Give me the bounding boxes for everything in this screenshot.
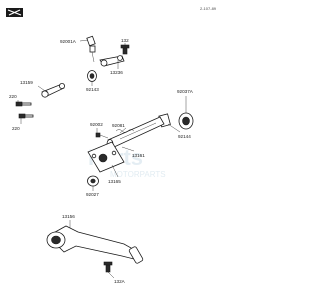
spring-92081 bbox=[115, 129, 135, 133]
label-13156: 13156 bbox=[62, 214, 75, 219]
washer-92027 bbox=[87, 175, 99, 187]
label-92144: 92144 bbox=[178, 134, 191, 139]
label-132a: 132A bbox=[114, 279, 126, 284]
label-92037a: 92037A bbox=[177, 89, 194, 94]
bolt-220-b bbox=[18, 113, 34, 119]
bolt-132a bbox=[103, 261, 113, 273]
bolt-92002 bbox=[95, 132, 109, 139]
label-220-a: 220 bbox=[9, 94, 17, 99]
label-132: 132 bbox=[121, 38, 129, 43]
watermark-sub: MOTORPARTS bbox=[110, 170, 166, 179]
label-92143: 92143 bbox=[86, 87, 99, 92]
diagram-code: 2-107-89 bbox=[200, 6, 217, 11]
label-13161: 13161 bbox=[132, 153, 145, 158]
label-220-b: 220 bbox=[12, 126, 20, 131]
label-13159: 13159 bbox=[20, 80, 33, 85]
label-92002: 92002 bbox=[90, 122, 103, 127]
link-13159 bbox=[41, 83, 66, 98]
bushing-92037a bbox=[178, 112, 194, 130]
pedal-13156 bbox=[46, 225, 144, 264]
collar-92143 bbox=[87, 70, 97, 82]
label-92081: 92081 bbox=[112, 123, 125, 128]
shaft-13161 bbox=[106, 116, 165, 149]
label-92001a: 92001A bbox=[60, 39, 77, 44]
plate-13165 bbox=[87, 141, 125, 173]
label-92027: 92027 bbox=[86, 192, 99, 197]
label-13165: 13165 bbox=[108, 179, 121, 184]
bolt-220-a bbox=[15, 101, 32, 107]
label-13236: 13236 bbox=[110, 70, 123, 75]
lever-13236 bbox=[99, 55, 125, 67]
bolt-92001a bbox=[86, 35, 96, 63]
kawasaki-logo bbox=[6, 8, 23, 17]
exploded-parts-diagram: 2-107-89 Parts MOTORPARTS bbox=[6, 6, 217, 284]
